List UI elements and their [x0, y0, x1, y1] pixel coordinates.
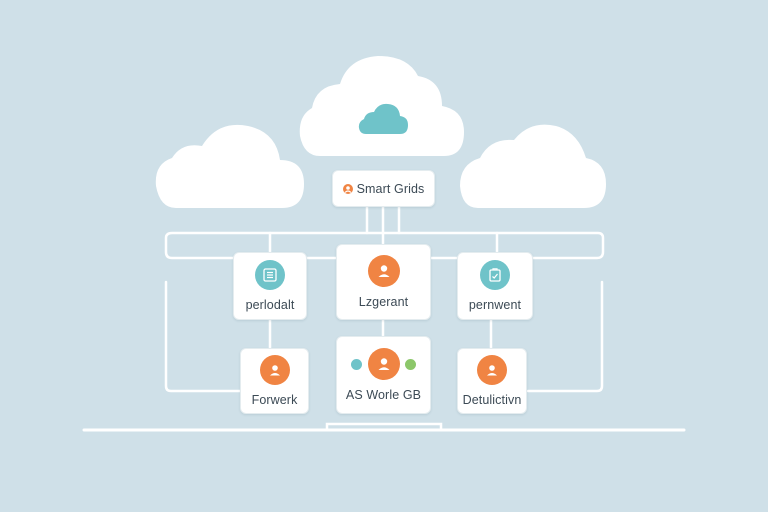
- loop-left: [164, 280, 242, 393]
- node-lzgerant[interactable]: Lzgerant: [336, 244, 431, 320]
- user-icon: [367, 348, 400, 380]
- node-detulictivn[interactable]: Detulictivn: [457, 348, 527, 414]
- node-label: pernwent: [468, 298, 522, 312]
- node-pernwent[interactable]: pernwent: [457, 252, 533, 320]
- node-label: Lzgerant: [358, 295, 409, 309]
- node-as-worle-gb[interactable]: AS Worle GB: [336, 336, 431, 414]
- node-label: AS Worle GB: [345, 388, 422, 402]
- status-dot-green: [404, 358, 417, 371]
- cloud-icon: [358, 103, 408, 134]
- node-perlodalt[interactable]: perlodalt: [233, 252, 307, 320]
- bus-outline: [164, 231, 605, 260]
- node-smart-grids[interactable]: Smart Grids: [332, 170, 435, 207]
- node-label: Detulictivn: [462, 393, 522, 407]
- node-label: perlodalt: [245, 298, 295, 312]
- ground-step: [325, 422, 443, 432]
- cloud-left: [155, 124, 304, 208]
- loop-right: [526, 280, 604, 393]
- node-label: Forwerk: [251, 393, 298, 407]
- user-badge-icon: [342, 183, 353, 194]
- status-dot-teal: [350, 358, 363, 371]
- user-icon: [477, 355, 507, 385]
- document-list-icon: [255, 260, 285, 290]
- user-icon: [367, 255, 400, 287]
- node-forwerk[interactable]: Forwerk: [240, 348, 309, 414]
- clipboard-icon: [480, 260, 510, 290]
- user-icon: [259, 355, 290, 385]
- node-label: Smart Grids: [356, 181, 425, 196]
- cloud-right: [460, 124, 606, 208]
